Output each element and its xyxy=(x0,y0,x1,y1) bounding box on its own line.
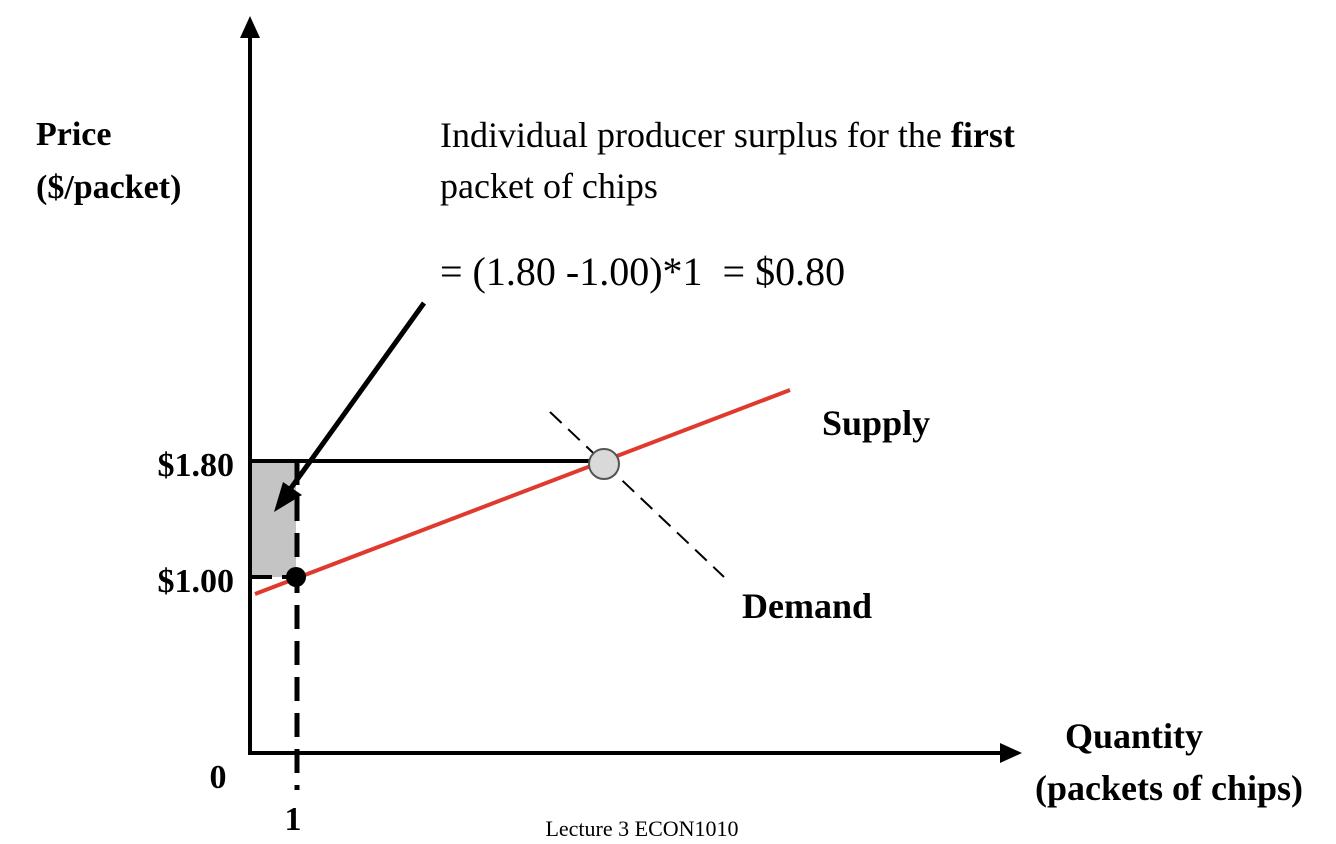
annotation-line1-prefix: Individual producer surplus for the xyxy=(440,115,951,155)
price-high-label: $1.80 xyxy=(158,447,235,484)
y-axis-label-line1: Price xyxy=(36,116,112,153)
x-axis-arrowhead xyxy=(1000,743,1022,763)
y-axis-arrowhead xyxy=(240,16,260,38)
x-axis-label-line2: (packets of chips) xyxy=(1035,768,1303,808)
demand-line xyxy=(549,411,725,578)
y-axis-label-line2: ($/packet) xyxy=(36,169,181,206)
equilibrium-point xyxy=(588,448,620,480)
demand-label: Demand xyxy=(742,586,872,626)
supply-line xyxy=(254,388,791,596)
supply-label: Supply xyxy=(822,403,930,443)
annotation-arrow xyxy=(283,301,427,497)
annotation-line1: Individual producer surplus for the firs… xyxy=(440,115,1015,155)
x-tick-1-label: 1 xyxy=(285,801,302,838)
annotation-formula: = (1.80 -1.00)*1 = $0.80 xyxy=(440,249,845,294)
footer-text: Lecture 3 ECON1010 xyxy=(545,816,738,841)
producer-surplus-area xyxy=(250,461,296,577)
annotation-line2: packet of chips xyxy=(440,166,658,206)
origin-label: 0 xyxy=(210,759,227,796)
annotation-arrowhead xyxy=(274,482,302,512)
price-low-label: $1.00 xyxy=(158,563,235,600)
first-unit-cost-point xyxy=(286,567,306,587)
annotation-line1-bold: first xyxy=(951,115,1015,155)
x-axis-label-line1: Quantity xyxy=(1065,716,1203,756)
